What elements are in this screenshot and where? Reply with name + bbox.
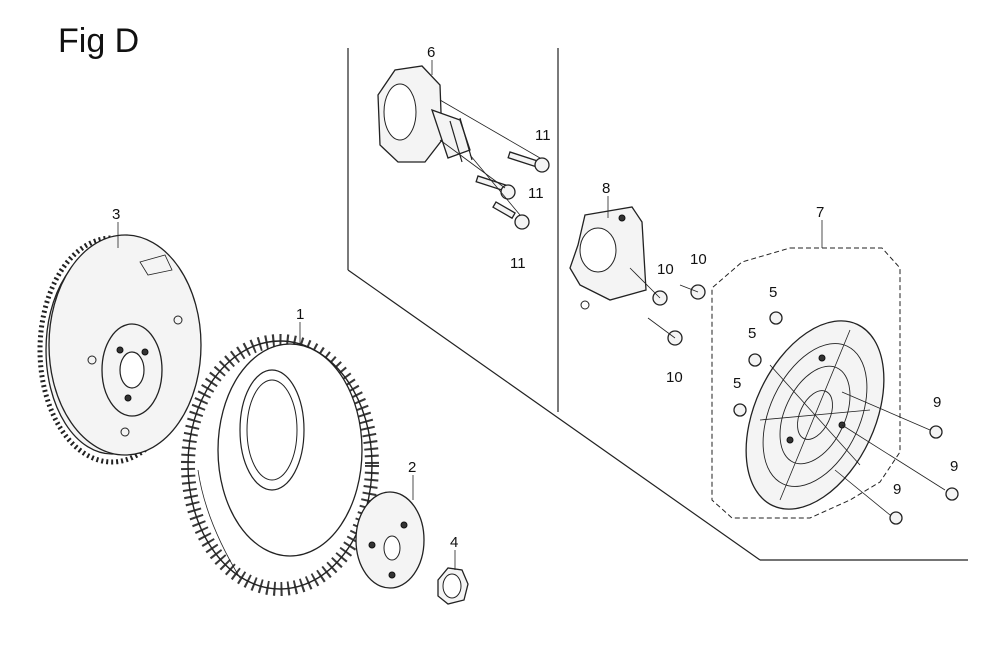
callout-10c: 10 — [666, 369, 683, 386]
callout-9c: 9 — [893, 481, 901, 498]
bracket — [569, 206, 647, 310]
flywheel-ring-gear — [37, 234, 202, 465]
callout-10a: 10 — [657, 261, 674, 278]
callout-11c: 11 — [510, 255, 526, 272]
callout-10b: 10 — [690, 251, 707, 268]
callout-6: 6 — [427, 44, 435, 61]
callout-5b: 5 — [748, 325, 756, 342]
callout-11a: 11 — [535, 127, 551, 144]
bolt-set-11 — [439, 99, 550, 230]
callout-9a: 9 — [933, 394, 941, 411]
flange-nut — [437, 567, 469, 605]
panel-boundary — [347, 48, 968, 561]
callout-1: 1 — [296, 306, 304, 323]
figure-title: Fig D — [58, 22, 140, 60]
leader-lines — [117, 60, 823, 570]
cooling-fan — [181, 334, 379, 596]
nut-set-5 — [733, 311, 783, 417]
callout-2: 2 — [408, 459, 416, 476]
callout-4: 4 — [450, 534, 458, 551]
callout-5c: 5 — [733, 375, 741, 392]
fan-plate — [355, 491, 425, 589]
callout-5a: 5 — [769, 284, 777, 301]
callout-7: 7 — [816, 204, 824, 221]
callout-3: 3 — [112, 206, 120, 223]
fan-guard-assembly — [711, 247, 901, 519]
callout-11b: 11 — [528, 185, 544, 202]
bolt-set-10 — [629, 267, 706, 346]
rotor-shaft-assembly — [377, 65, 473, 163]
callout-9b: 9 — [950, 458, 958, 475]
callout-8: 8 — [602, 180, 610, 197]
screw-set-9 — [834, 391, 959, 525]
